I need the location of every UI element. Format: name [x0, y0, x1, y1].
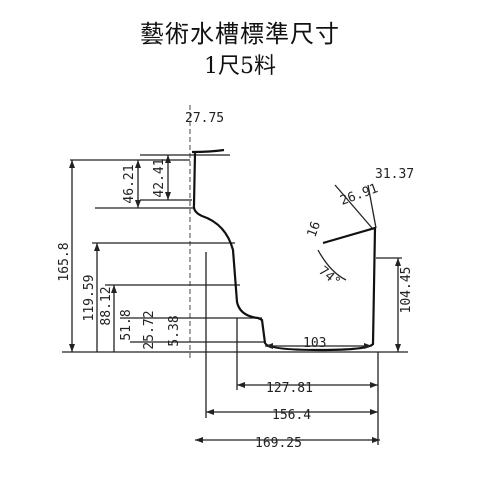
label-31-37: 31.37: [375, 167, 414, 182]
label-angle-74: 74°: [315, 264, 343, 291]
angle-arc: [317, 249, 347, 281]
label-127-81: 127.81: [266, 381, 313, 396]
label-16: 16: [305, 220, 324, 240]
drawing-subtitle: 1尺5料: [204, 54, 276, 79]
label-165-8: 165.8: [57, 242, 72, 281]
dim-26-line: [367, 184, 377, 229]
label-104-45: 104.45: [399, 267, 414, 314]
label-88-12: 88.12: [99, 286, 114, 325]
label-42-41: 42.41: [152, 158, 167, 197]
label-156-4: 156.4: [272, 408, 311, 423]
dim-31-line: [334, 184, 373, 229]
label-27-75: 27.75: [185, 111, 224, 126]
label-46-21: 46.21: [122, 164, 137, 203]
sink-profile: [191, 148, 377, 352]
label-103: 103: [303, 336, 326, 351]
label-26-91: 26.91: [338, 181, 380, 208]
label-119-59: 119.59: [82, 275, 97, 322]
drawing-title: 藝術水槽標準尺寸: [140, 20, 340, 48]
label-169-25: 169.25: [255, 436, 302, 451]
label-51-8: 51.8: [119, 309, 134, 340]
label-5-38: 5.38: [167, 315, 182, 346]
label-25-72: 25.72: [142, 310, 157, 349]
